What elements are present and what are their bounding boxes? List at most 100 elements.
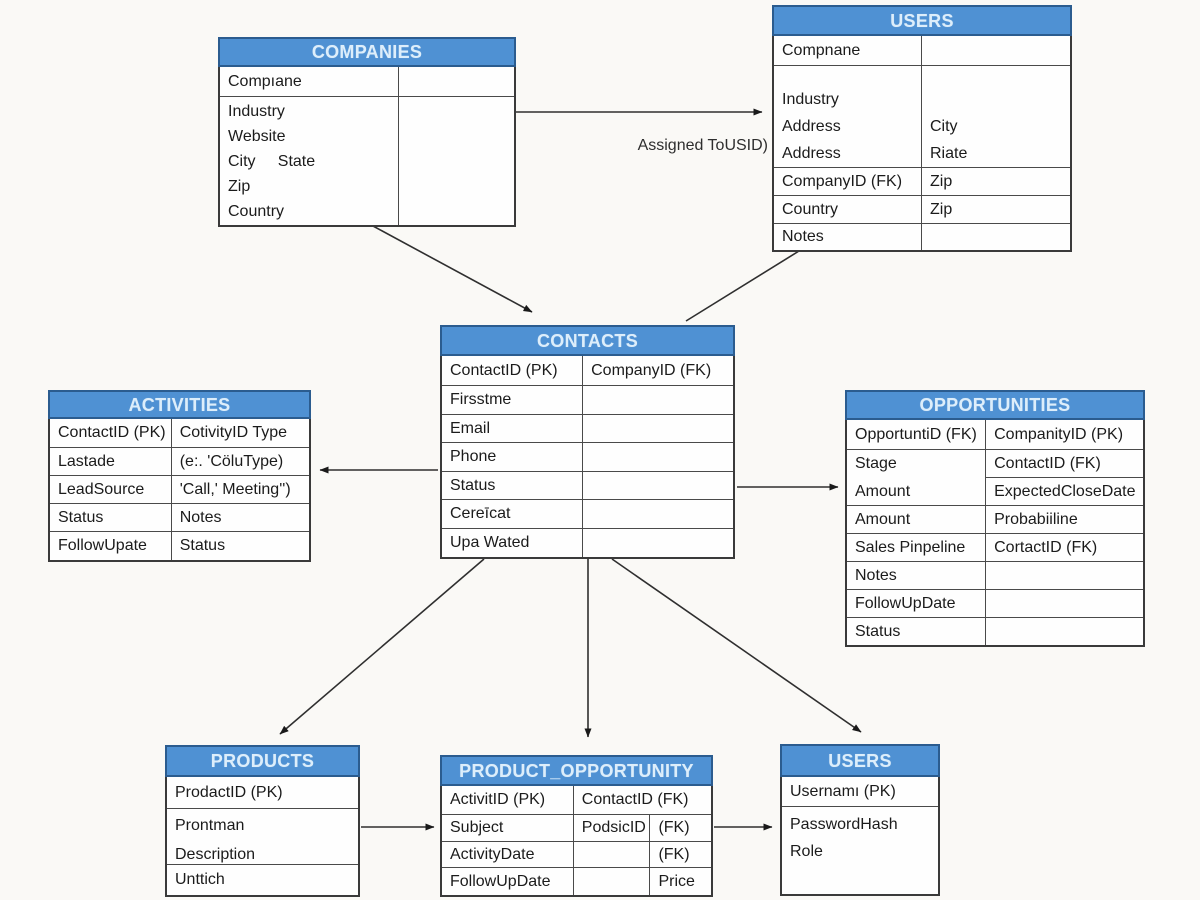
entity-cell: Status [172, 532, 309, 560]
field-label: Description [175, 846, 256, 863]
entity-row: ContactID (PK)CompanyID (FK) [442, 356, 733, 386]
entity-cell: CompanyID (FK) [774, 168, 922, 196]
field-label: Notes [855, 566, 897, 584]
entity-cell: Cereīcat [442, 500, 584, 529]
field-label: Industry [228, 102, 285, 120]
entity-cell: Status [847, 618, 987, 645]
entity-cell: Compnane [774, 36, 922, 66]
entity-row: ActivityDate(FK) [442, 842, 711, 868]
field-label: Status [179, 537, 226, 554]
field-label: Country [782, 200, 839, 218]
field-label: Zip [228, 177, 251, 195]
field-label: Address [782, 145, 841, 162]
entity-row: Status Notes [50, 504, 309, 532]
entity-cell [986, 618, 1143, 645]
field-label: Riate [930, 145, 968, 162]
entity-cell: (FK) [650, 815, 711, 842]
field-label: Notes [179, 508, 222, 526]
entity-cell: PodsicID [573, 815, 651, 842]
field-label: LeadSource [58, 480, 145, 498]
entity-cell: ContactID (FK) [573, 786, 711, 815]
entity-cell: (e:. 'CöluType) [171, 448, 309, 476]
field-label: CortactID (FK) [994, 538, 1098, 556]
entity-cell: Phone [442, 443, 584, 472]
entity-cell: Unttich [167, 865, 358, 895]
entity-cell: CortactID (FK) [986, 534, 1143, 562]
field-label: Industry [782, 91, 839, 108]
entity-cell: Subject [442, 815, 574, 842]
entity-row: Stage ContactID (FK) [847, 450, 1143, 478]
field-label: Zip [930, 172, 953, 190]
entity-cell: Sales Pinpeline [847, 534, 987, 562]
entity-table-product-opportunity: PRODUCT_OPPORTUNITY ActivitID (PK) Contact… [440, 755, 713, 897]
entity-cell: Status [442, 472, 584, 500]
entity-cell: CompanityID (PK) [986, 420, 1143, 450]
entity-cell: Amount [847, 506, 987, 534]
entity-cell: Usernamı (PK) [782, 777, 938, 807]
entity-row: OpportuntiD (FK) CompanityID (PK) [847, 420, 1143, 450]
entity-cell: Upa Wated [442, 529, 584, 557]
entity-cell: Status [50, 504, 172, 532]
field-label: ProdactID (PK) [175, 783, 283, 801]
field-label: CompanyID (FK) [782, 172, 903, 190]
entity-cell [583, 415, 733, 443]
field-label: ContactID (FK) [994, 454, 1101, 472]
field-label: FollowUpate [58, 537, 147, 554]
field-label: Usernamı (PK) [790, 782, 896, 800]
entity-row: FollowUpDate [847, 590, 1143, 618]
entity-cell: Notes [847, 562, 987, 590]
entity-row: Phone [442, 443, 733, 472]
field-label: ActivitID (PK) [450, 791, 546, 808]
field-label: Stage [855, 455, 897, 472]
entity-cell [583, 472, 733, 500]
entity-cell: LeadSource [50, 476, 172, 504]
field-label: Price [658, 872, 695, 890]
entity-cell: FollowUpDate [442, 868, 574, 895]
entity-cell [574, 868, 651, 895]
entity-cell: ActivityDate [442, 842, 574, 868]
field-label: Status [450, 476, 496, 494]
entity-row: Unttich [167, 865, 358, 895]
entity-cell: FollowUpDate [847, 590, 987, 618]
field-label: OpportuntiD (FK) [855, 425, 977, 443]
relationship-label-assigned-to: Assigned ToUSID) [637, 137, 768, 154]
field-label: Amount [855, 482, 911, 500]
entity-cell [583, 529, 733, 557]
entity-title: COMPANIES [218, 37, 516, 67]
entity-row: Sales Pinpeline CortactID (FK) [847, 534, 1143, 562]
field-label: CotivityID Type [179, 424, 288, 441]
entity-cell [986, 590, 1143, 618]
entity-cell [922, 36, 1070, 66]
field-label: CompanityID (PK) [994, 425, 1124, 443]
entity-cell: ProdactID (PK) [167, 777, 358, 809]
field-label: Country [228, 202, 285, 220]
relationship-arrow [279, 558, 485, 735]
field-label: Unttich [175, 871, 225, 888]
entity-cell: 'Call,' Meeting'') [171, 476, 309, 504]
entity-title: USERS [772, 5, 1072, 36]
entity-cell: Probabiiline [986, 506, 1143, 534]
entity-row: Notes [847, 562, 1143, 590]
field-label: Role [790, 843, 823, 860]
field-label: Compnane [782, 41, 861, 59]
entity-cell: Zip [922, 168, 1070, 196]
entity-cell: Compıane [220, 67, 400, 97]
field-label: Firsstme [450, 391, 512, 408]
entity-cell: ContactID (PK) [50, 419, 172, 448]
entity-title: PRODUCT_OPPORTUNITY [440, 755, 713, 786]
